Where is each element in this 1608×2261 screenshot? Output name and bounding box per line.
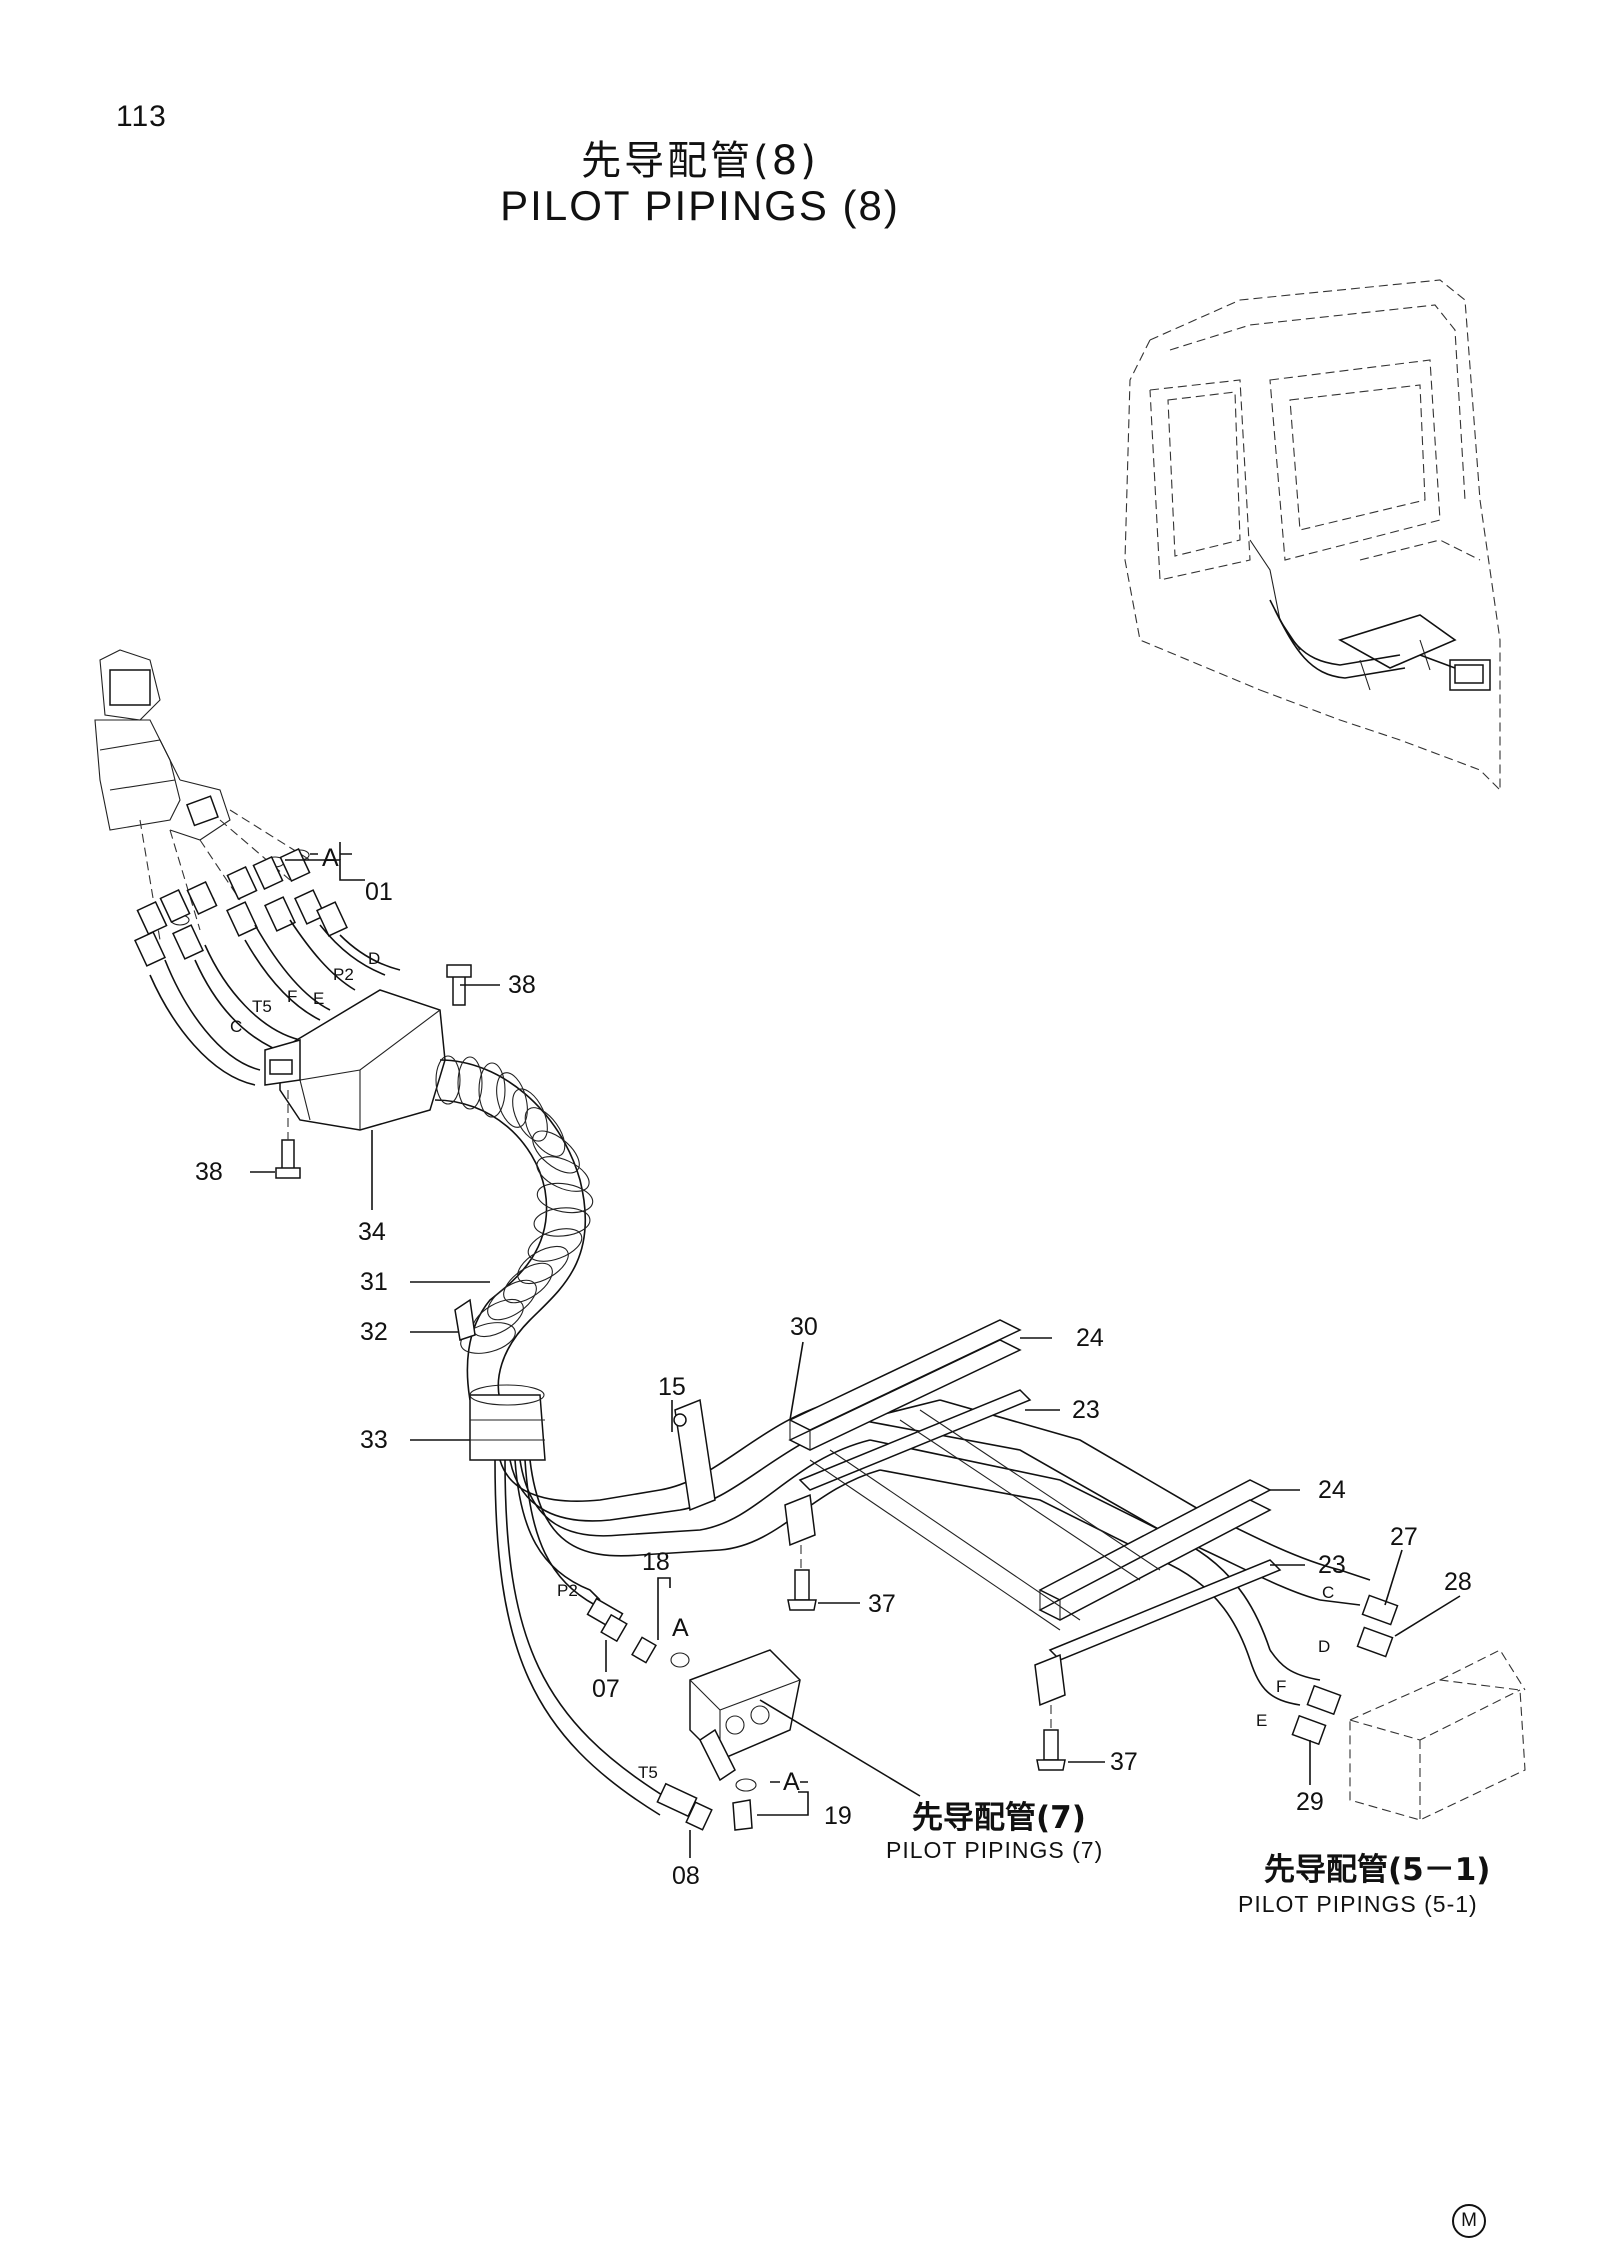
port-label-d-left: D: [368, 949, 380, 968]
callout-32: 32: [360, 1318, 388, 1346]
detail-marker-a-top: A: [322, 844, 339, 872]
callout-07: 07: [592, 1675, 620, 1703]
callout-37-upper: 37: [868, 1590, 896, 1618]
ref-pilot-pipings-5-1-en: PILOT PIPINGS (5-1): [1238, 1891, 1478, 1917]
callout-01: 01: [365, 878, 393, 906]
callout-34: 34: [358, 1218, 386, 1246]
port-label-d-right: D: [1318, 1637, 1330, 1656]
leader-lines: [250, 842, 1461, 1858]
callout-24-lower: 24: [1318, 1476, 1346, 1504]
detail-marker-a-bottom: A: [783, 1768, 800, 1796]
pilot-fittings: [134, 847, 401, 1086]
port-label-f-left: F: [287, 987, 297, 1006]
detail-marker-a-mid: A: [672, 1614, 689, 1642]
bolts: [275, 964, 1066, 1771]
detail-markers: A A A: [310, 844, 808, 1796]
hose-junction-box: [264, 989, 446, 1131]
right-fittings: [1291, 1594, 1526, 1821]
callout-23-upper: 23: [1072, 1396, 1100, 1424]
page-title-cn: 先导配管(8): [581, 138, 819, 184]
cross-references: 先导配管(7) PILOT PIPINGS (7) 先导配管(5－1) PILO…: [886, 1800, 1490, 1917]
callout-27: 27: [1390, 1523, 1418, 1551]
port-label-t5-lower: T5: [638, 1763, 658, 1782]
callout-28: 28: [1444, 1568, 1472, 1596]
callout-23-lower: 23: [1318, 1551, 1346, 1579]
page-number: 113: [116, 100, 167, 133]
port-label-e-left: E: [313, 989, 324, 1008]
ref-pilot-pipings-5-1-cn: 先导配管(5－1): [1264, 1852, 1490, 1888]
callout-24-upper: 24: [1076, 1324, 1104, 1352]
port-label-c-right: C: [1322, 1583, 1334, 1602]
ref-pilot-pipings-7-cn: 先导配管(7): [912, 1800, 1086, 1836]
support-frame: [784, 1319, 1282, 1707]
corrugated-flex-hose: [434, 1055, 594, 1461]
port-label-t5-left: T5: [252, 997, 272, 1016]
callout-labels: 01 38 38 34 31 32 33 30 15 24 23 24 23 2…: [195, 878, 1472, 1890]
shuttle-valve-block: [689, 1649, 801, 1782]
callout-29: 29: [1296, 1788, 1324, 1816]
port-label-e-right: E: [1256, 1711, 1267, 1730]
callout-18: 18: [642, 1548, 670, 1576]
callout-31: 31: [360, 1268, 388, 1296]
page-title-en: PILOT PIPINGS (8): [500, 182, 900, 229]
port-label-c-left: C: [230, 1017, 242, 1036]
callout-38-upper: 38: [508, 971, 536, 999]
port-label-f-right: F: [1276, 1677, 1286, 1696]
manufacturer-mark: M: [1452, 2204, 1486, 2238]
ref-pilot-pipings-7-en: PILOT PIPINGS (7): [886, 1837, 1103, 1863]
port-labels: C T5 F E P2 D P2 T5 C D F E: [230, 949, 1334, 1782]
pilot-valve: [94, 649, 311, 941]
hose-ends: [586, 1597, 757, 1831]
callout-08: 08: [672, 1862, 700, 1890]
callout-30: 30: [790, 1313, 818, 1341]
hose-bundle: [494, 1379, 1371, 1816]
callout-37-lower: 37: [1110, 1748, 1138, 1776]
callout-38-lower: 38: [195, 1158, 223, 1186]
cab-inset-illustration: [1124, 279, 1501, 791]
callout-15: 15: [658, 1373, 686, 1401]
port-label-p2-left: P2: [333, 965, 354, 984]
callout-33: 33: [360, 1426, 388, 1454]
callout-19: 19: [824, 1802, 852, 1830]
port-label-p2-lower: P2: [557, 1581, 578, 1600]
